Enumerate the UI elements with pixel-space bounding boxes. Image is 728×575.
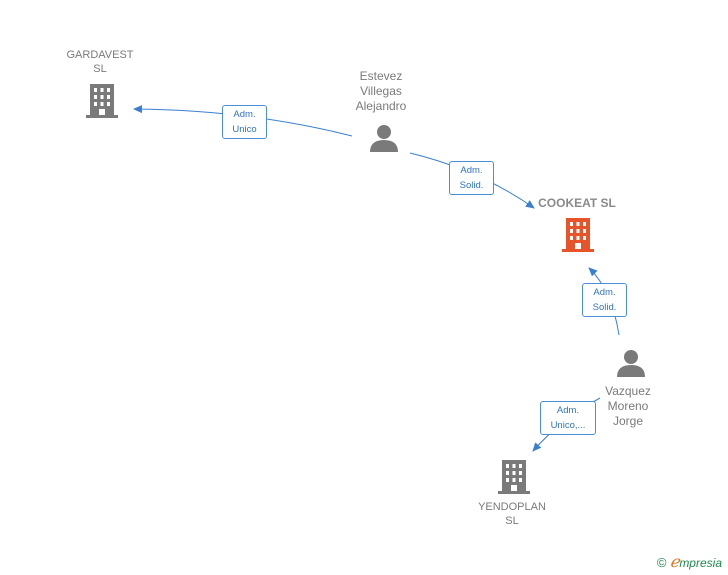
- node-gardavest[interactable]: GARDAVEST SL: [55, 48, 145, 76]
- empresia-brand[interactable]: © ℯmpresia: [657, 552, 722, 571]
- building-icon[interactable]: [86, 84, 118, 118]
- empresia-logo-icon: ℯ: [669, 552, 680, 571]
- edge-label-adm-solid[interactable]: Adm. Solid.: [582, 283, 627, 317]
- node-yendoplan[interactable]: YENDOPLAN SL: [467, 500, 557, 528]
- edge-label-adm-unico[interactable]: Adm. Unico: [222, 105, 267, 139]
- building-icon[interactable]: [562, 218, 594, 252]
- edge-label-adm-unico-more[interactable]: Adm. Unico,...: [540, 401, 596, 435]
- node-label-vazquez: Vazquez Moreno Jorge: [605, 384, 651, 428]
- node-label-gardavest: GARDAVEST SL: [66, 49, 134, 75]
- node-label-yendoplan: YENDOPLAN SL: [478, 501, 546, 527]
- edge-label-adm-solid[interactable]: Adm. Solid.: [449, 161, 494, 195]
- node-label-cookeat: COOKEAT SL: [538, 196, 616, 210]
- node-vazquez[interactable]: Vazquez Moreno Jorge: [588, 384, 668, 429]
- brand-name: mpresia: [679, 556, 722, 570]
- person-icon[interactable]: [369, 124, 399, 152]
- person-icon[interactable]: [616, 349, 646, 377]
- copyright-icon: ©: [656, 555, 667, 570]
- building-icon[interactable]: [498, 460, 530, 494]
- node-estevez[interactable]: Estevez Villegas Alejandro: [336, 69, 426, 114]
- node-label-estevez: Estevez Villegas Alejandro: [355, 69, 407, 113]
- node-cookeat[interactable]: COOKEAT SL: [527, 196, 627, 211]
